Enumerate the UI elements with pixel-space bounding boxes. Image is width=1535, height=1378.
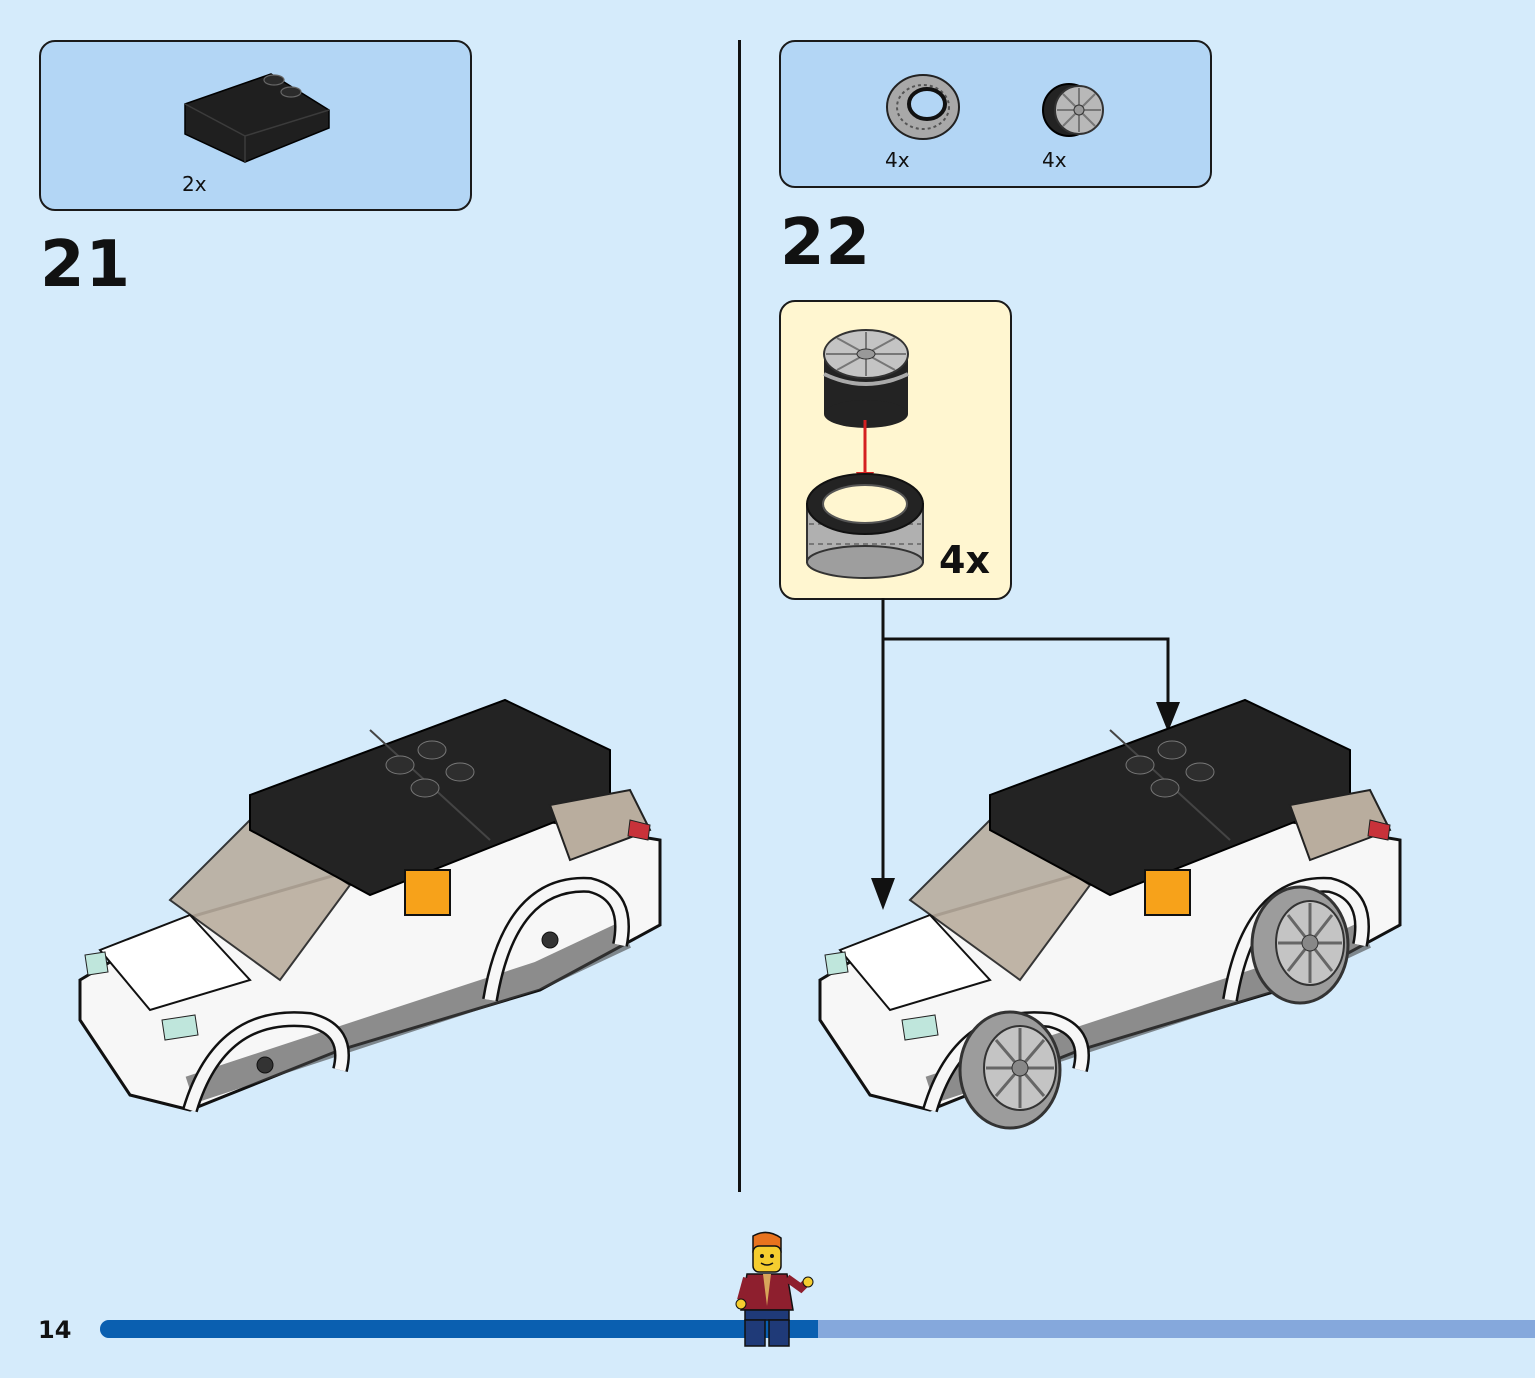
progress-bar [100,1320,1535,1338]
rim-icon [1042,83,1104,137]
step-21-parts-callout: 2x [39,40,472,211]
rim-icon [823,329,909,428]
tire-icon [886,74,960,140]
black-curved-slope-icon [184,73,330,163]
step-number: 21 [40,228,132,302]
front-wheel [958,1010,1062,1130]
car-build-step-22 [818,698,1402,1130]
sub-assembly-quantity: 4x [939,538,990,582]
progress-bar-fill [100,1320,818,1338]
tire-icon [806,473,924,579]
step-22-parts-callout: 4x 4x [779,40,1212,188]
part-quantity: 4x [1042,148,1067,172]
part-quantity: 2x [182,172,207,196]
minifigure-icon [735,1231,814,1347]
step-divider [738,40,741,1192]
car-build-step-21 [78,698,662,1113]
wheel-sub-assembly-callout: 4x [779,300,1012,600]
page-number: 14 [38,1316,72,1344]
rear-wheel [1250,885,1350,1005]
part-quantity: 4x [885,148,910,172]
attachment-arrows [871,598,1180,910]
step-number: 22 [780,206,872,280]
